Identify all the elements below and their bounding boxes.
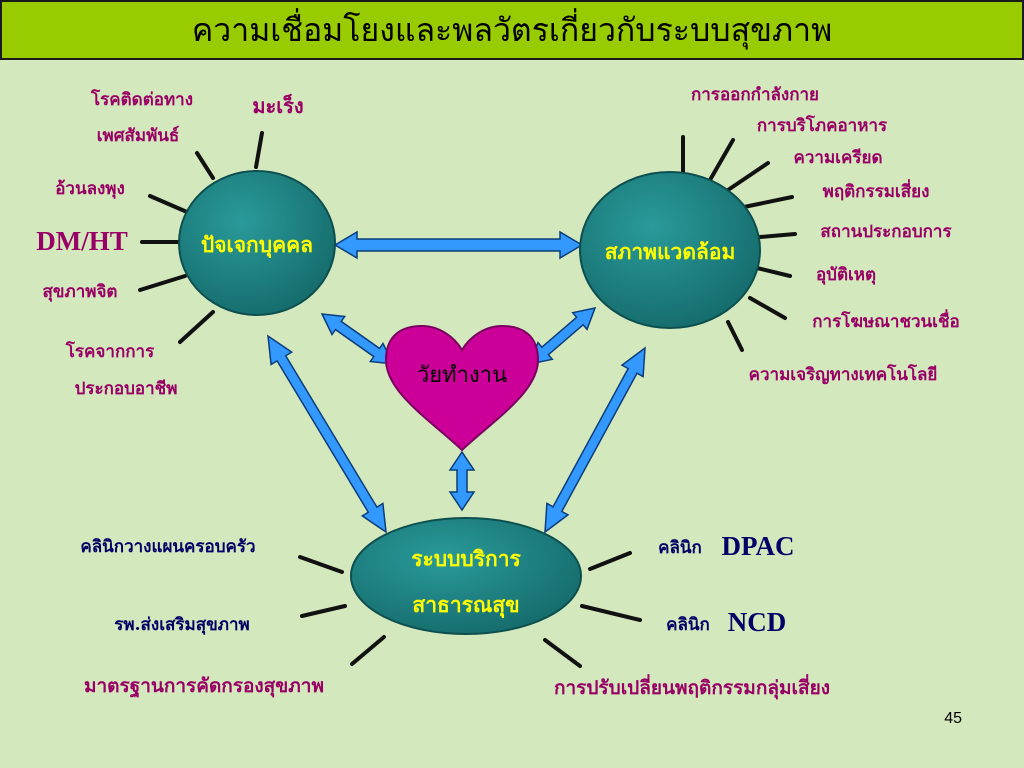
factor-technology: ความเจริญทางเทคโนโลยี xyxy=(749,364,938,385)
service-screening: มาตรฐานการคัดกรองสุขภาพ xyxy=(84,675,324,699)
title-bar: ความเชื่อมโยงและพลวัตรเกี่ยวกับระบบสุขภา… xyxy=(0,0,1024,60)
factor-advertising: การโฆษณาชวนเชื่อ xyxy=(812,309,960,332)
page-number: 45 xyxy=(944,710,962,727)
environment-node xyxy=(579,171,761,329)
environment-spokes xyxy=(681,135,797,352)
factor-dmht: DM/HT xyxy=(36,226,128,256)
arrow-individual-service xyxy=(267,334,387,534)
factor-obesity: อ้วนลงพุง xyxy=(55,179,125,199)
heart-shape xyxy=(384,324,540,452)
service-ncd-prefix: คลินิก xyxy=(666,615,710,635)
individual-node xyxy=(178,170,336,316)
individual-spokes xyxy=(138,131,264,344)
factor-mental-health: สุขภาพจิต xyxy=(43,282,118,302)
arrow-environment-heart xyxy=(528,306,597,366)
factor-std-line1: โรคติดต่อทาง xyxy=(90,89,193,110)
factor-food: การบริโภคอาหาร xyxy=(757,115,888,136)
factor-occupational-line1: โรคจากการ xyxy=(65,341,155,362)
heart-label: วัยทำงาน xyxy=(417,363,507,388)
health-system-node xyxy=(350,517,582,635)
slide-title: ความเชื่อมโยงและพลวัตรเกี่ยวกับระบบสุขภา… xyxy=(191,10,833,49)
service-dpac-prefix: คลินิก xyxy=(658,538,702,558)
factor-stress: ความเครียด xyxy=(794,147,883,168)
environment-label: สภาพแวดล้อม xyxy=(605,239,736,264)
service-family-planning: คลินิกวางแผนครอบครัว xyxy=(80,537,255,557)
arrow-heart-service xyxy=(448,450,476,512)
arrow-individual-heart xyxy=(320,313,395,365)
factor-workplace: สถานประกอบการ xyxy=(820,222,952,242)
service-health-promo-hospital: รพ.ส่งเสริมสุขภาพ xyxy=(114,615,249,635)
factor-risk-behavior: พฤติกรรมเสี่ยง xyxy=(823,179,930,202)
connector-arrows xyxy=(267,230,646,534)
arrow-individual-environment xyxy=(333,230,584,260)
service-spokes xyxy=(298,551,642,668)
service-ncd: NCD xyxy=(728,607,787,637)
arrow-environment-service xyxy=(544,346,646,534)
health-system-label-line2: สาธารณสุข xyxy=(412,592,519,619)
health-system-label-line1: ระบบบริการ xyxy=(411,546,521,571)
individual-label: ปัจเจกบุคคล xyxy=(201,232,313,259)
factor-exercise: การออกกำลังกาย xyxy=(691,85,819,105)
service-behavior-change: การปรับเปลี่ยนพฤติกรรมกลุ่มเสี่ยง xyxy=(554,674,830,700)
service-dpac: DPAC xyxy=(722,531,795,561)
factor-std-line2: เพศสัมพันธ์ xyxy=(97,125,180,146)
factor-cancer: มะเร็ง xyxy=(252,93,303,118)
factor-accident: อุบัติเหตุ xyxy=(816,265,876,285)
factor-occupational-line2: ประกอบอาชีพ xyxy=(75,378,178,399)
